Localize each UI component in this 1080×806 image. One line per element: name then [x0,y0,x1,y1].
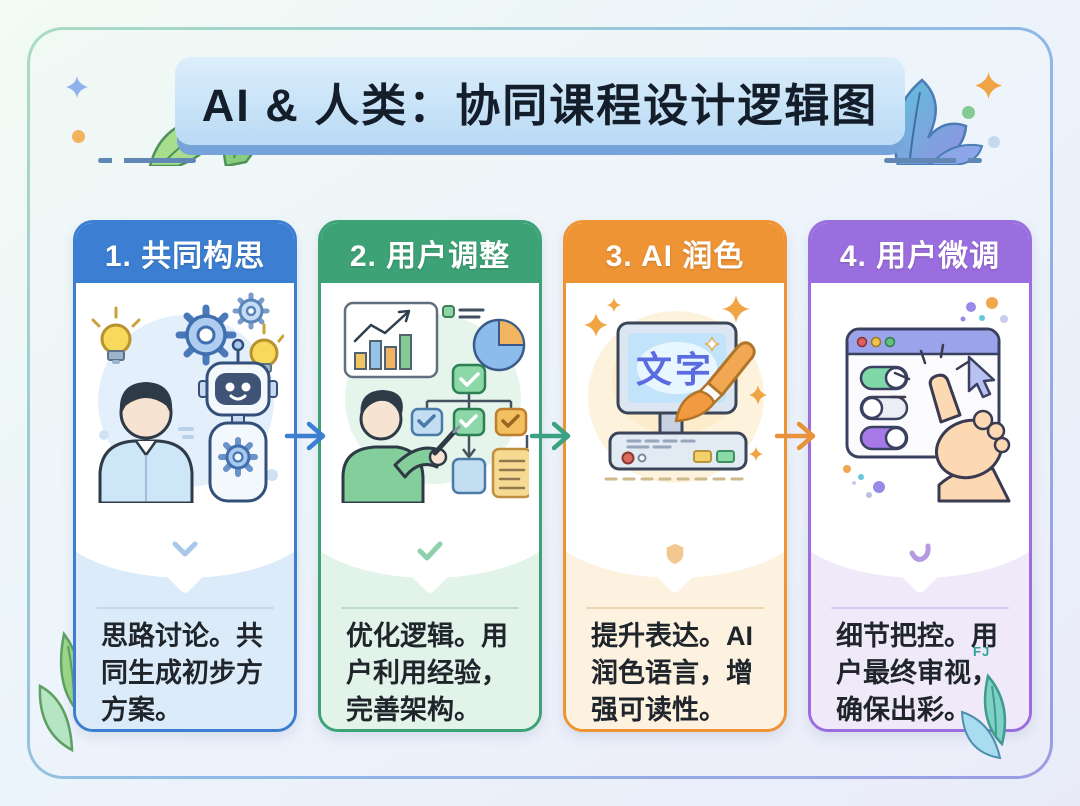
bar-chart-icon [343,301,439,379]
pie-chart-icon [472,318,526,372]
watermark-label: FJ [973,644,991,659]
window-dot-red [856,336,868,348]
toggle-switch-on [859,365,909,391]
window-dot-green [884,336,896,348]
computer-base-icon [608,431,748,471]
window-dot-yellow [870,336,882,348]
pen-icon [432,429,457,456]
flow-arrow-3 [774,421,816,451]
user-flowchart-illustration [341,301,529,503]
click-rays [889,343,970,399]
step-1-illustration [76,283,294,515]
step-card-4: 4. 用户微调 [808,220,1032,732]
toggle-switch-purple [859,425,909,451]
legend-icon [442,305,485,319]
step-4-title: 4. 用户微调 [811,223,1029,283]
step-2-title: 2. 用户调整 [321,223,539,283]
lightbulb-icon [91,306,141,364]
step-card-1: 1. 共同构思 [73,220,297,732]
paintbrush-icon [674,341,756,423]
check-swoosh-icon [907,541,933,565]
step-3-illustration: 文字 [566,283,784,515]
page-title: AI & 人类：协同课程设计逻辑图 [201,79,879,131]
sparkle-icon [584,295,767,461]
pointing-hand-icon [928,373,1011,503]
confetti-dots [843,297,1008,498]
computer-monitor-icon: 文字 [616,321,738,435]
step-1-description: 思路讨论。共 同生成初步方 方案。 [101,621,263,725]
confetti-dot [962,106,975,119]
step-3-title: 3. AI 润色 [566,223,784,283]
flowchart [410,363,529,499]
confetti-dot [72,130,85,143]
badge-icon [663,541,687,567]
step-3-description: 提升表达。AI 润色语言，增 强可读性。 [591,621,753,725]
flow-arrow-2 [529,421,571,451]
title-banner: AI & 人类：协同课程设计逻辑图 [175,57,905,145]
step-4-illustration [811,283,1029,515]
flow-arrow-1 [284,421,326,451]
chevron-down-icon [171,541,199,559]
dash-line-right [884,158,982,163]
toggle-switch-off [859,395,909,421]
leaf-decoration-bottom-right [960,673,1007,760]
robot-figure [198,338,278,503]
step-1-body: 思路讨论。共 同生成初步方 方案。 [76,514,294,729]
divider [831,607,1009,609]
settings-hand-illustration [843,297,1011,503]
computer-paintbrush-illustration: 文字 [584,295,767,483]
sparkle-icon [975,72,1002,99]
screen-text: 文字 [636,349,714,390]
step-2-illustration [321,283,539,515]
cursor-arrow-icon [967,355,996,399]
step-1-title: 1. 共同构思 [76,223,294,283]
step-2-description: 优化逻辑。用 户利用经验， 完善架构。 [346,621,508,725]
person-figure [98,382,194,503]
step-4-description: 细节把控。用 户最终审视， 确保出彩。 [836,621,998,725]
steps-row: 1. 共同构思 [73,220,1032,732]
check-icon [416,541,444,561]
step-2-body: 优化逻辑。用 户利用经验， 完善架构。 [321,514,539,729]
sparkle-icon [704,336,720,352]
dash-line-left [98,158,196,163]
divider [96,607,274,609]
step-card-2: 2. 用户调整 [318,220,542,732]
step-3-body: 提升表达。AI 润色语言，增 强可读性。 [566,514,784,729]
person-figure [341,390,461,503]
step-card-3: 3. AI 润色 [563,220,787,732]
sparkle-icon [66,76,88,98]
divider [341,607,519,609]
confetti-dot [988,136,1000,148]
human-robot-brainstorm-illustration [91,292,284,503]
divider [586,607,764,609]
